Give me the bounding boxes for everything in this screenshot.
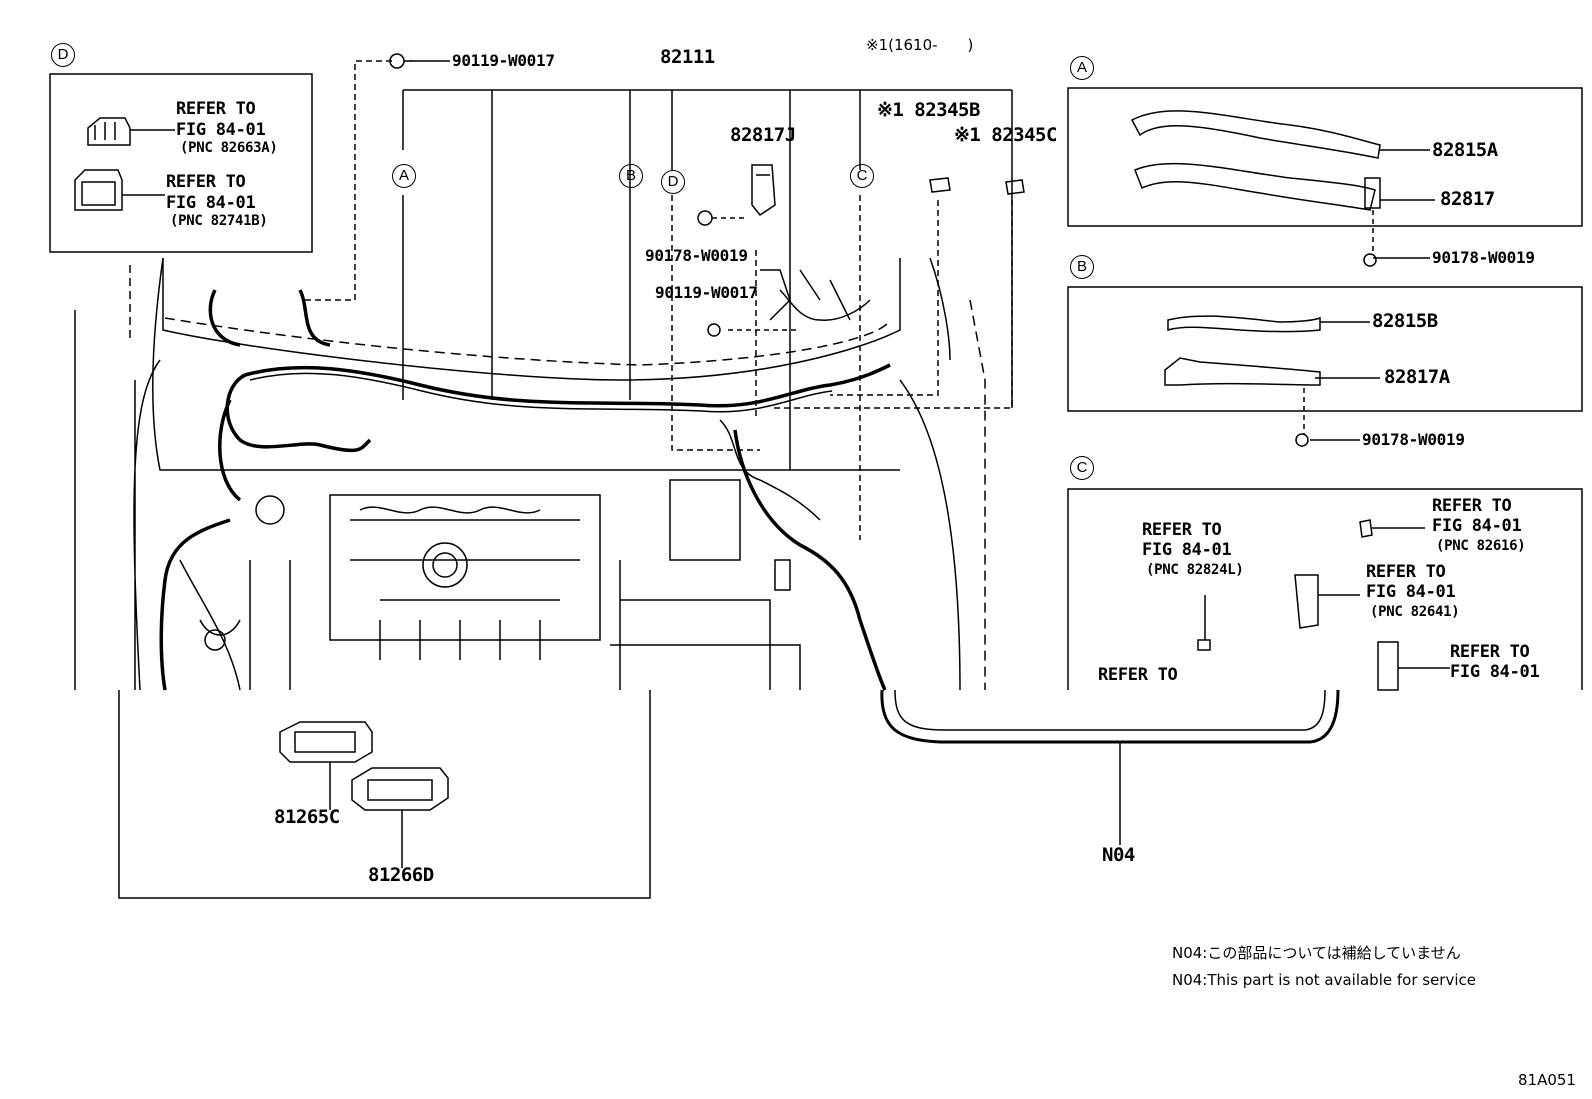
- note-english: N04:This part is not available for servi…: [1172, 971, 1476, 989]
- panel-d-ref1-line1: REFER TO: [176, 99, 256, 119]
- callout-d-panel: D: [51, 43, 75, 67]
- panel-a-part1-label: 82815A: [1432, 139, 1498, 161]
- panel-c-ref1-pnc: (PNC 82824L): [1146, 562, 1244, 578]
- callout-a-main: A: [392, 164, 416, 188]
- part-bolt-top-label: 90119-W0017: [452, 51, 555, 70]
- part-81266d-label: 81266D: [368, 864, 434, 886]
- panel-c-ref3-line1: REFER TO: [1366, 562, 1446, 582]
- callout-c-panel: C: [1070, 456, 1094, 480]
- part-82111-label: 82111: [660, 46, 715, 68]
- panel-c-ref4-line1: REFER TO: [1450, 642, 1530, 662]
- panel-a-frame: [1067, 87, 1583, 227]
- panel-d-ref1-pnc: (PNC 82663A): [180, 140, 278, 156]
- note-japanese: N04:この部品については補給していません: [1172, 944, 1461, 962]
- part-82345c-label: ※1 82345C: [954, 124, 1057, 146]
- part-clip-mid-label: 90178-W0019: [645, 246, 748, 265]
- panel-d-frame: [49, 73, 313, 253]
- panel-c-ref2-pnc: (PNC 82616): [1436, 538, 1526, 554]
- panel-d-ref2-pnc: (PNC 82741B): [170, 213, 268, 229]
- panel-d-ref1-line2: FIG 84-01: [176, 120, 266, 140]
- part-81265c-label: 81265C: [274, 806, 340, 828]
- callout-d-main: D: [661, 170, 685, 194]
- panel-c-ref2-line1: REFER TO: [1432, 496, 1512, 516]
- callout-b-panel: B: [1070, 255, 1094, 279]
- callout-b-main: B: [619, 164, 643, 188]
- panel-c-ref5-line1: REFER TO: [1098, 665, 1178, 685]
- part-bolt-mid-label: 90119-W0017: [655, 283, 758, 302]
- panel-a-part2-label: 82817: [1440, 188, 1495, 210]
- panel-b-part1-label: 82815B: [1372, 310, 1438, 332]
- panel-d-ref2-line2: FIG 84-01: [166, 193, 256, 213]
- panel-c-ref3-line2: FIG 84-01: [1366, 582, 1456, 602]
- panel-a-clip-label: 90178-W0019: [1432, 248, 1535, 267]
- panel-d-ref2-line1: REFER TO: [166, 172, 246, 192]
- callout-c-main: C: [850, 164, 874, 188]
- panel-c-ref1-line1: REFER TO: [1142, 520, 1222, 540]
- cover-inset-frame: [118, 690, 651, 899]
- panel-c-ref4-line2: FIG 84-01: [1450, 662, 1540, 682]
- part-82817j-label: 82817J: [730, 124, 796, 146]
- part-82345b-label: ※1 82345B: [877, 99, 980, 121]
- callout-a-panel: A: [1070, 56, 1094, 80]
- panel-b-clip-label: 90178-W0019: [1362, 430, 1465, 449]
- range-note-label: ※1(1610- ): [866, 36, 974, 54]
- panel-b-frame: [1067, 286, 1583, 412]
- panel-c-ref3-pnc: (PNC 82641): [1370, 604, 1460, 620]
- figure-id: 81A051: [1518, 1071, 1576, 1089]
- panel-b-part2-label: 82817A: [1384, 366, 1450, 388]
- panel-c-ref1-line2: FIG 84-01: [1142, 540, 1232, 560]
- panel-c-frame: [1067, 488, 1583, 690]
- panel-c-ref2-line2: FIG 84-01: [1432, 516, 1522, 536]
- part-n04-label: N04: [1102, 844, 1135, 866]
